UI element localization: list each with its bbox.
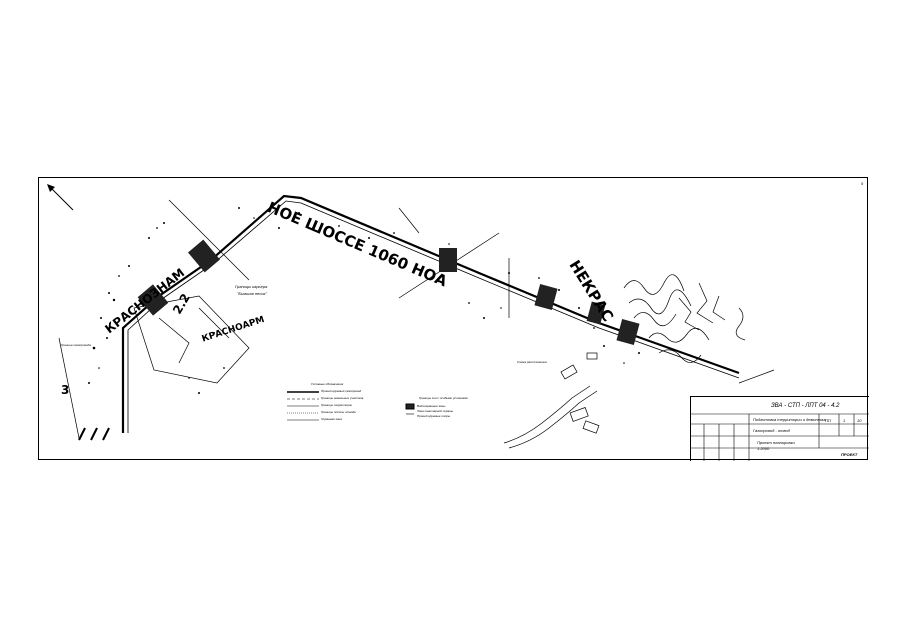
pipeline-route bbox=[121, 194, 740, 433]
left-number: 3 bbox=[61, 383, 70, 397]
legend-item: Проектируемые опоры bbox=[417, 414, 451, 418]
legend-right-title: Границы зон с особыми условиями bbox=[419, 396, 468, 400]
drawing-name: Проект планировки bbox=[757, 440, 795, 445]
sheets-total: 10 bbox=[857, 418, 862, 423]
north-arrow-icon bbox=[47, 184, 74, 211]
legend-item: Охранная зона bbox=[321, 417, 342, 421]
left-callout: Граница газопровода bbox=[61, 343, 91, 347]
terrain-speckle bbox=[88, 207, 640, 394]
left-ticks bbox=[78, 427, 110, 441]
quarry-name: "Бывшая песок" bbox=[237, 291, 267, 296]
object-name: Газопровод - отвод bbox=[753, 428, 790, 433]
sheet-number: 1 bbox=[843, 418, 846, 423]
page-number: 5 bbox=[861, 181, 864, 186]
title-block: ЗВА - СТП - ЛПТ 04 - 4.2 Подготовка терр… bbox=[690, 396, 869, 461]
legend-item: Границы земельных участков bbox=[321, 396, 364, 400]
legend-left-title: Условные обозначения bbox=[311, 382, 344, 386]
crossing-blocks bbox=[137, 239, 640, 345]
title-block-lines bbox=[690, 413, 869, 461]
legend-item: Водоохранные зоны bbox=[417, 404, 446, 408]
legend-item: Границы полосы отвода bbox=[321, 410, 356, 414]
scale: 1:2000 bbox=[757, 446, 770, 451]
project-title: Подготовка территории и демонтаж bbox=[753, 417, 826, 422]
legend-item: Границы территории bbox=[321, 403, 353, 407]
stage: ПП bbox=[825, 418, 831, 423]
quarry-label: Границы карьера bbox=[235, 284, 268, 289]
cross-lines bbox=[58, 199, 775, 439]
quarry-boundary bbox=[133, 295, 250, 384]
parcel-chain bbox=[503, 352, 600, 449]
contour-lines bbox=[623, 274, 746, 363]
bottom-callout: Схема расположения bbox=[517, 360, 547, 364]
drawing-code: ЗВА - СТП - ЛПТ 04 - 4.2 bbox=[771, 403, 840, 409]
drawing-sheet: 5 НОЕ ШОССЕ 1060 НОА НЕКРАС КРАСНОЗНАМ К… bbox=[38, 177, 869, 461]
company-logo: ПРОЕКТ bbox=[841, 452, 858, 457]
legend-item: Зона санитарной охраны bbox=[417, 409, 454, 413]
legend-symbols bbox=[287, 391, 415, 421]
legend-item: Проектируемый газопровод bbox=[321, 389, 362, 393]
route-map bbox=[47, 184, 869, 461]
